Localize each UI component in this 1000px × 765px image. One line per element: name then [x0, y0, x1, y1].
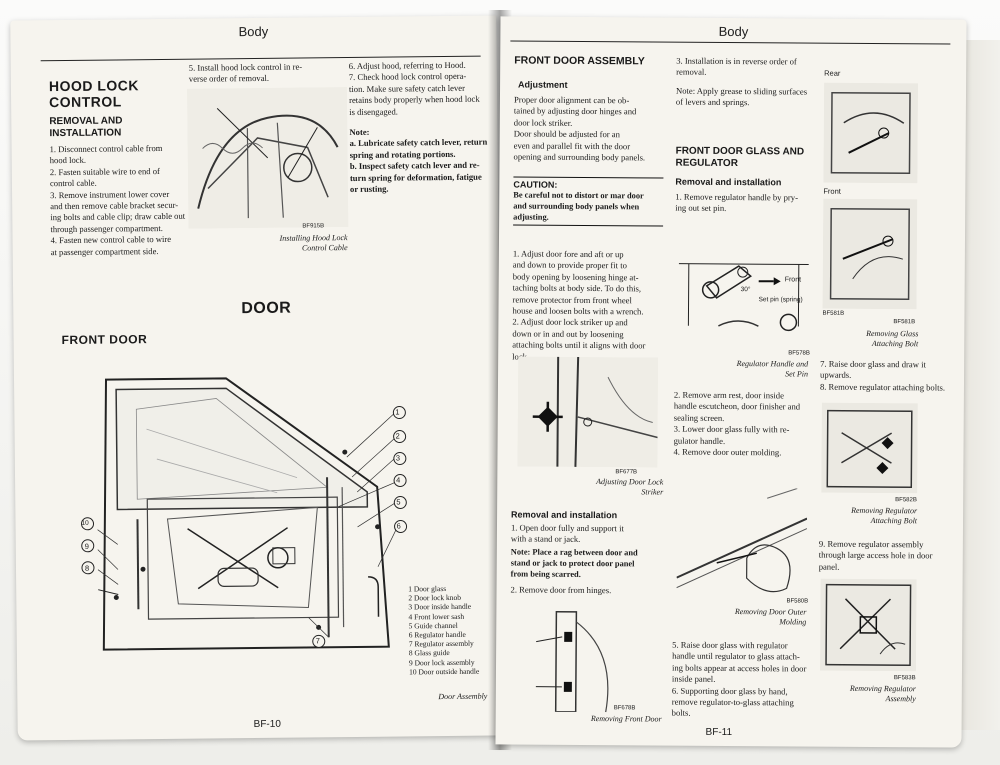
installation-note: Note: Apply grease to sliding surfaces o…: [675, 85, 808, 108]
adjustment-steps: 1. Adjust door fore and aft or up and do…: [512, 248, 646, 362]
hood-lock-figure-code: BF915B: [302, 223, 325, 230]
door-callouts: [392, 406, 408, 534]
glass-step-9: 9. Remove regulator assembly through lar…: [818, 538, 933, 572]
glass-steps-7-8: 7. Raise door glass and draw it upwards.…: [819, 358, 946, 393]
callout-10: 10: [81, 519, 89, 527]
removal-step-2: 2. Remove door from hinges.: [510, 584, 612, 596]
regulator-assembly-figure: [819, 578, 917, 672]
hood-lock-subtitle: REMOVAL AND INSTALLATION: [49, 115, 123, 140]
caution-text: Be careful not to distort or mar door an…: [513, 190, 644, 222]
removal-step-1: 1. Open door fully and support it with a…: [510, 522, 624, 545]
door-section-title: DOOR: [241, 299, 292, 318]
glass-step-1: 1. Remove regulator handle by pry- ing o…: [675, 191, 798, 214]
door-lock-striker-figure: [517, 356, 659, 468]
removal-note: Note: Place a rag between door and stand…: [510, 547, 638, 579]
reg-bolt-figure-code: BF582B: [895, 497, 917, 504]
glass-steps-5-6: 5. Raise door glass with regulator handl…: [671, 639, 807, 719]
regulator-handle-figure: [678, 263, 809, 332]
caution-box: CAUTION: Be careful not to distort or ma…: [513, 176, 664, 227]
callout-4: 4: [396, 475, 401, 485]
front-label: Front: [823, 186, 841, 196]
glass-steps-2-4: 2. Remove arm rest, door inside handle e…: [673, 389, 801, 458]
reg-bolt-figure-caption: Removing Regulator Attaching Bolt: [851, 505, 918, 526]
hood-lock-figure-caption: Installing Hood Lock Control Cable: [279, 233, 348, 253]
hood-lock-steps-6-7: 6. Adjust hood, referring to Hood. 7. Ch…: [348, 59, 480, 117]
handle-figure-code: BF578B: [788, 350, 810, 357]
regulator-bolt-figure: [821, 402, 918, 494]
hood-lock-step-5: 5. Install hood lock control in re- vers…: [188, 61, 303, 85]
adjustment-text: Proper door alignment can be ob- tained …: [513, 94, 646, 163]
front-door-title: FRONT DOOR: [61, 332, 148, 348]
handle-angle-label: 30°: [740, 286, 751, 294]
front-door-assembly-title: FRONT DOOR ASSEMBLY: [514, 54, 645, 68]
left-header: Body: [238, 23, 269, 40]
right-header-rule: [510, 40, 951, 45]
molding-figure-caption: Removing Door Outer Molding: [734, 607, 807, 627]
bolt-figure-code-b: BF581B: [893, 319, 916, 326]
right-page-number: BF-11: [705, 726, 733, 739]
callout-9: 9: [84, 541, 89, 551]
remove-front-door-figure: [535, 611, 609, 713]
right-header: Body: [718, 23, 749, 40]
hood-lock-title: HOOD LOCK CONTROL: [48, 77, 140, 111]
callout-7: 7: [315, 636, 320, 646]
hood-lock-steps-1-4: 1. Disconnect control cable from hood lo…: [49, 142, 186, 257]
hood-lock-note: Note: a. Lubricate safety catch lever, r…: [349, 126, 488, 195]
callout-8: 8: [84, 563, 90, 573]
left-callout-rings: [81, 517, 95, 575]
striker-figure-caption: Adjusting Door Lock Striker: [596, 477, 664, 497]
door-parts-legend: 1 Door glass 2 Door lock knob 3 Door ins…: [408, 584, 480, 677]
glass-bolt-front-figure: [822, 198, 918, 310]
callout-5: 5: [396, 497, 401, 507]
door-assembly-diagram: [97, 377, 398, 651]
door-outer-molding-figure: [676, 487, 808, 593]
handle-pin-label: Set pin (spring): [758, 296, 803, 304]
callout-3: 3: [395, 453, 401, 463]
glass-regulator-title: FRONT DOOR GLASS AND REGULATOR: [675, 145, 805, 170]
rear-label: Rear: [824, 68, 841, 78]
callout-6: 6: [396, 521, 401, 531]
reg-figure-caption: Removing Regulator Assembly: [849, 683, 916, 704]
door-assembly-caption: Door Assembly: [438, 691, 488, 702]
handle-front-label: Front: [784, 276, 802, 284]
adjustment-subtitle: Adjustment: [518, 79, 568, 90]
callout-7-ring: [312, 634, 326, 648]
installation-step-3: 3. Installation is in reverse order of r…: [676, 55, 797, 78]
bolt-figure-caption: Removing Glass Attaching Bolt: [866, 328, 919, 349]
reg-figure-code: BF583B: [893, 675, 916, 682]
callout-2: 2: [395, 431, 400, 441]
callout-1: 1: [395, 407, 400, 417]
removal-title: Removal and installation: [511, 509, 618, 521]
glass-bolt-rear-figure: [823, 82, 919, 184]
bolt-figure-code-a: BF581B: [822, 310, 845, 317]
left-page: Body HOOD LOCK CONTROL REMOVAL AND INSTA…: [10, 15, 504, 741]
left-page-number: BF-10: [253, 718, 281, 731]
door-figure-code: BF678B: [613, 705, 636, 712]
door-figure-caption: Removing Front Door: [590, 714, 662, 724]
handle-figure-caption: Regulator Handle and Set Pin: [736, 359, 809, 379]
molding-figure-code: BF580B: [786, 598, 809, 605]
hood-lock-cable-figure: [186, 87, 349, 229]
striker-figure-code: BF677B: [615, 469, 638, 476]
glass-subtitle: Removal and installation: [675, 176, 782, 188]
right-page: Body FRONT DOOR ASSEMBLY Adjustment Prop…: [495, 16, 967, 748]
